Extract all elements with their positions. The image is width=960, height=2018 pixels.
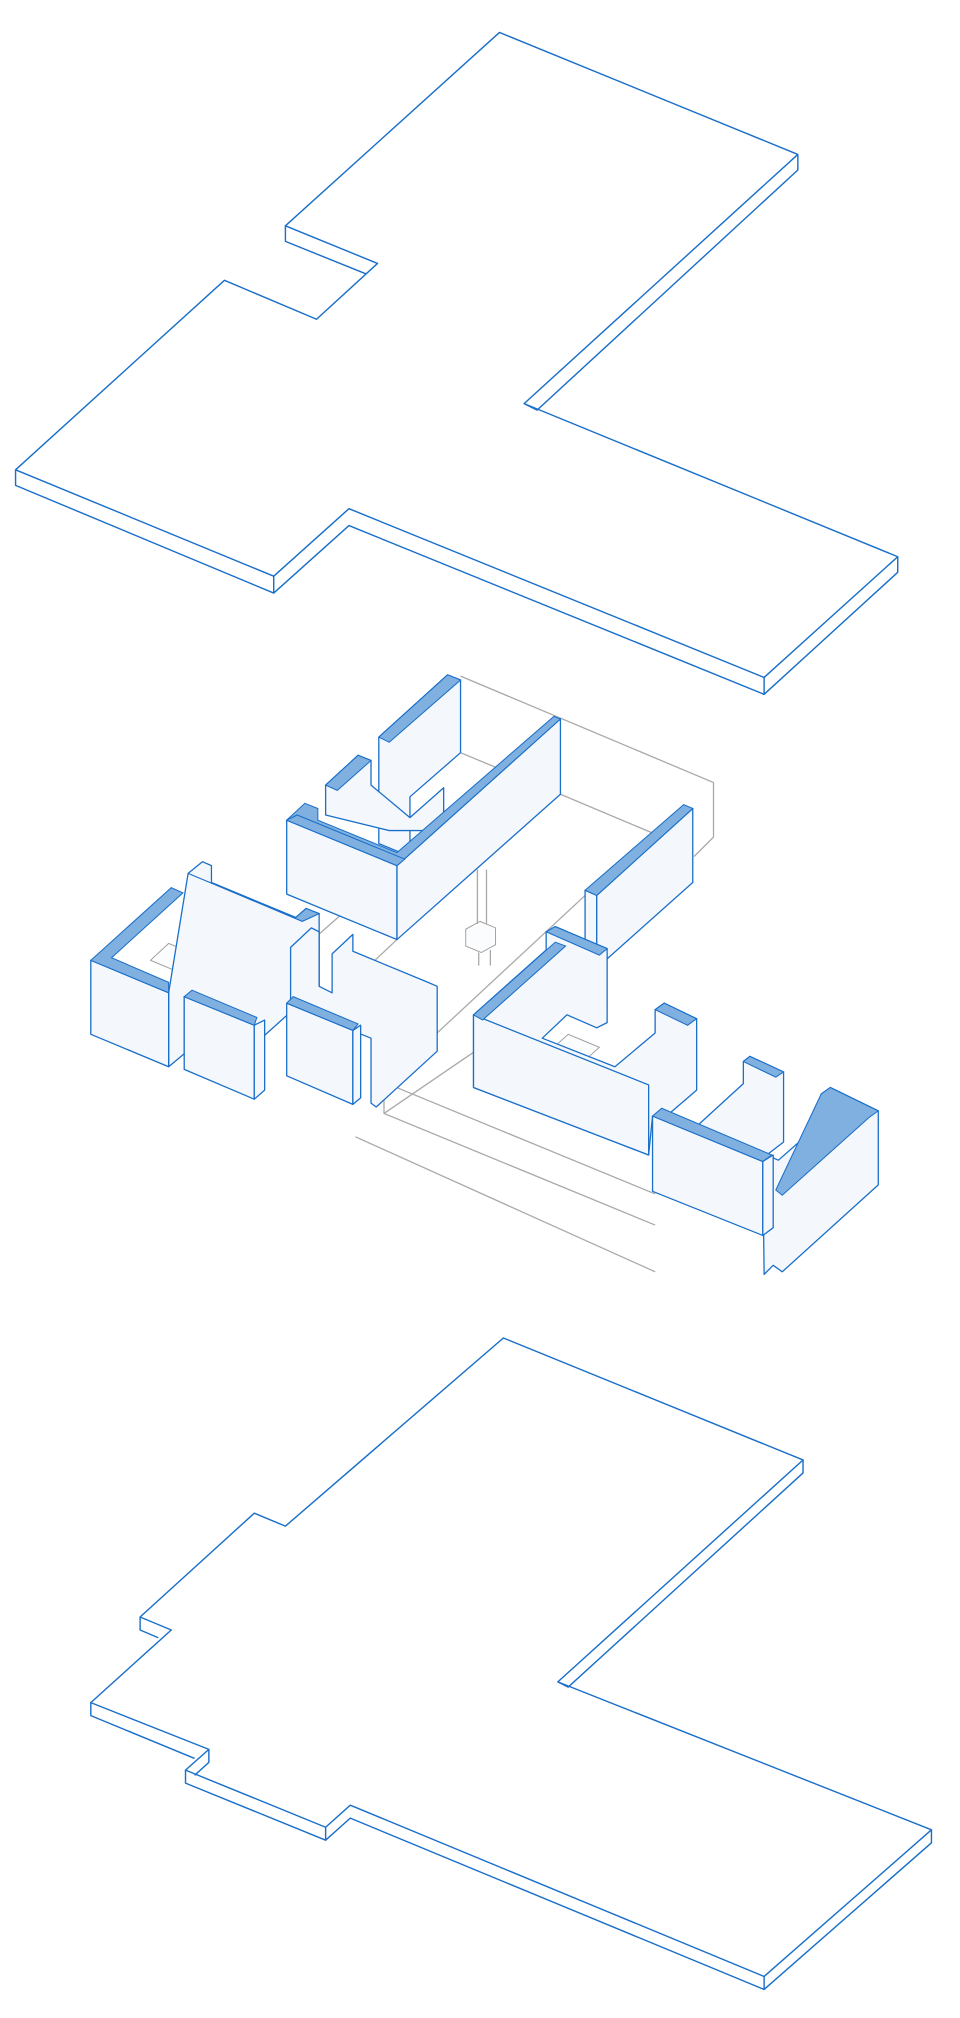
- walls-layer: [89, 674, 880, 1276]
- floor-slab: [90, 1337, 933, 1991]
- roof-slab: [14, 31, 899, 696]
- wall-block-left: [89, 861, 321, 1100]
- wall-block-right: [584, 803, 694, 969]
- wall-block-upper: [285, 674, 562, 941]
- wall-block-lower-right: [472, 925, 880, 1276]
- wall-block-middle: [285, 927, 438, 1108]
